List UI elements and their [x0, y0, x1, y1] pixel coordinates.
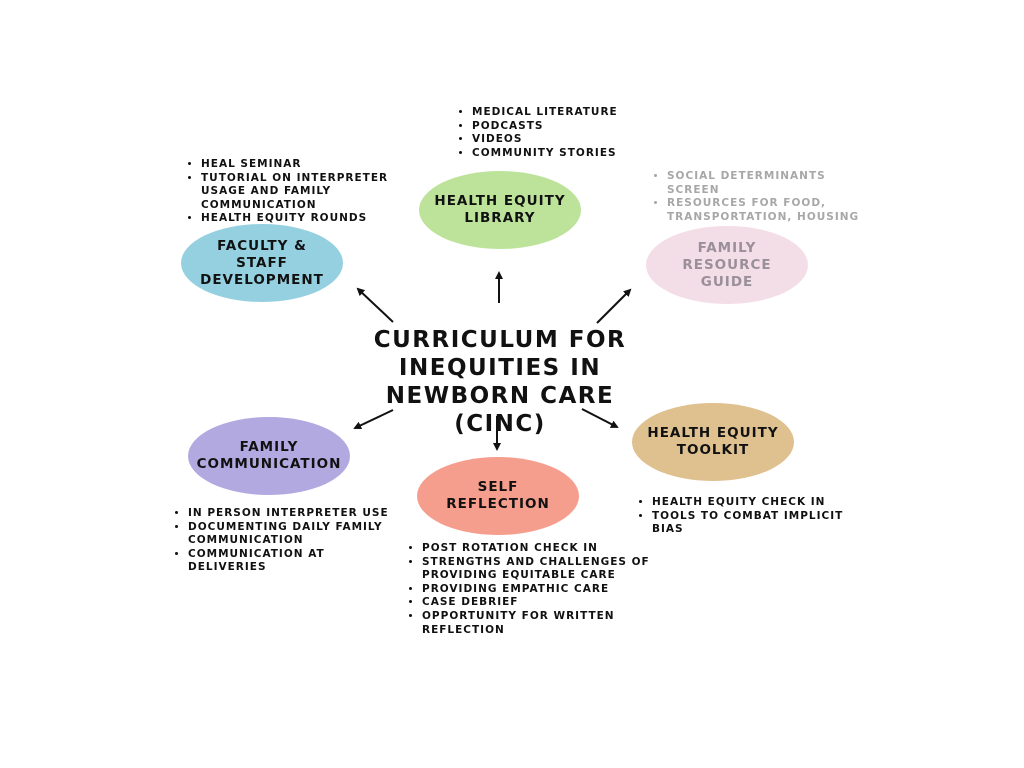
node-label: Health Equity Library: [434, 193, 566, 226]
list-item: Communication at deliveries: [188, 548, 398, 575]
node-family-communication: Family Communication: [188, 417, 350, 495]
list-item: Providing empathic care: [422, 583, 682, 597]
list-item: Health Equity Rounds: [201, 212, 431, 226]
arrow-to-toolkit: [581, 408, 619, 428]
arrow-to-faculty: [356, 287, 394, 323]
node-label: Health Equity Toolkit: [647, 425, 779, 458]
center-title: Curriculum for Inequities in Newborn Car…: [373, 327, 627, 437]
list-item: Community Stories: [472, 147, 618, 161]
list-item: Podcasts: [472, 120, 618, 134]
node-faculty-staff-development: Faculty & Staff Development: [181, 224, 343, 302]
faculty-list: HEAL SeminarTutorial on Interpreter Usag…: [187, 158, 431, 226]
list-item: Post rotation check in: [422, 542, 682, 556]
node-self-reflection: Self Reflection: [417, 457, 579, 535]
node-label: Family Communication: [196, 439, 342, 472]
node-label: Self Reflection: [446, 479, 550, 512]
list-item: HEAL Seminar: [201, 158, 431, 172]
arrow-to-family-resource: [596, 288, 632, 324]
list-item: In person interpreter use: [188, 507, 398, 521]
list-item: Tutorial on Interpreter Usage and Family…: [201, 172, 431, 213]
list-item: Videos: [472, 133, 618, 147]
list-item: Health equity check in: [652, 496, 872, 510]
list-item: Social Determinants Screen: [667, 170, 877, 197]
arrow-to-family-comm: [353, 409, 394, 430]
list-item: Resources for food, transportation, hous…: [667, 197, 877, 224]
family-comm-list: In person interpreter useDocumenting dai…: [174, 507, 398, 575]
list-item: Case debrief: [422, 596, 682, 610]
list-item: Tools to combat implicit bias: [652, 510, 872, 537]
library-list: Medical LiteraturePodcastsVideosCommunit…: [458, 106, 618, 160]
family-resource-list: Social Determinants ScreenResources for …: [653, 170, 877, 224]
node-health-equity-library: Health Equity Library: [419, 171, 581, 249]
node-label: Faculty & Staff Development: [200, 237, 324, 288]
toolkit-list: Health equity check inTools to combat im…: [638, 496, 872, 537]
node-family-resource-guide: Family Resource Guide: [646, 226, 808, 304]
node-health-equity-toolkit: Health Equity Toolkit: [632, 403, 794, 481]
list-item: Opportunity for written reflection: [422, 610, 682, 637]
list-item: Documenting daily family communication: [188, 521, 398, 548]
self-reflection-list: Post rotation check inStrengths and chal…: [408, 542, 682, 637]
list-item: Strengths and challenges of providing eq…: [422, 556, 682, 583]
list-item: Medical Literature: [472, 106, 618, 120]
node-label: Family Resource Guide: [682, 239, 772, 290]
